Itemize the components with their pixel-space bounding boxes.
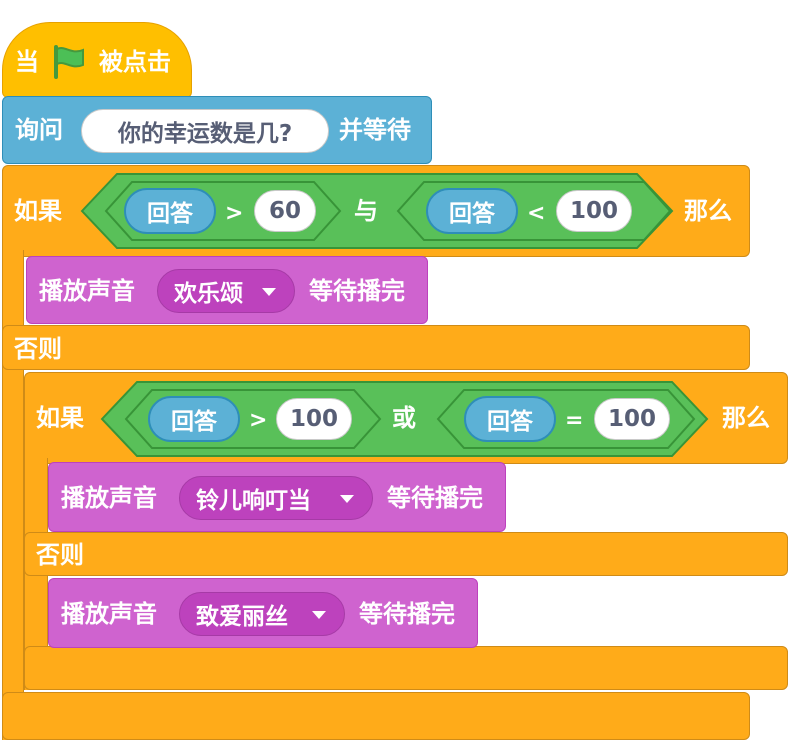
sound-dropdown[interactable]: 欢乐颂 — [157, 269, 295, 313]
value-input[interactable]: 60 — [254, 190, 316, 232]
operator-symbol: > — [249, 408, 268, 433]
if1-then-text: 那么 — [684, 197, 732, 225]
and-join-text: 与 — [354, 197, 378, 225]
operator-symbol: < — [527, 201, 546, 226]
play-sound-label: 播放声音 — [61, 600, 157, 628]
if2-if-text: 如果 — [36, 404, 84, 432]
if1-if-text: 如果 — [14, 197, 62, 225]
value-input[interactable]: 100 — [556, 190, 632, 232]
if-else-outer-end — [2, 692, 750, 740]
else2-text: 否则 — [36, 541, 84, 569]
or-join-text: 或 — [392, 404, 416, 432]
answer-reporter[interactable]: 回答 — [464, 396, 556, 442]
if2-then-text: 那么 — [722, 404, 770, 432]
answer-reporter[interactable]: 回答 — [426, 188, 518, 234]
green-flag-icon — [54, 45, 84, 79]
value-input[interactable]: 100 — [594, 398, 670, 440]
sound-dropdown[interactable]: 致爱丽丝 — [179, 592, 345, 636]
play-sound-until-done-block[interactable]: 播放声音 致爱丽丝 等待播完 — [48, 578, 478, 648]
hat-when-text: 当 — [15, 48, 39, 76]
sound-dropdown[interactable]: 铃儿响叮当 — [179, 476, 373, 520]
until-done-text: 等待播完 — [359, 600, 455, 628]
operator-symbol: > — [225, 201, 244, 226]
play-sound-label: 播放声音 — [39, 277, 135, 305]
until-done-text: 等待播完 — [309, 277, 405, 305]
ask-wait-text: 并等待 — [339, 116, 411, 144]
sound-name: 致爱丽丝 — [196, 604, 288, 630]
ask-question-input[interactable]: 你的幸运数是几? — [81, 109, 329, 153]
answer-reporter[interactable]: 回答 — [148, 396, 240, 442]
hat-clicked-text: 被点击 — [99, 48, 171, 76]
else-bar-inner[interactable] — [24, 532, 788, 576]
until-done-text: 等待播完 — [387, 484, 483, 512]
operator-symbol: = — [565, 408, 584, 433]
else-bar-outer[interactable] — [2, 325, 750, 370]
sound-name: 铃儿响叮当 — [196, 488, 311, 514]
value-input[interactable]: 100 — [276, 398, 352, 440]
when-flag-clicked-block[interactable]: 当 被点击 — [2, 22, 192, 98]
if-else-inner-end — [24, 646, 788, 690]
play-sound-until-done-block[interactable]: 播放声音 欢乐颂 等待播完 — [26, 256, 428, 324]
play-sound-until-done-block[interactable]: 播放声音 铃儿响叮当 等待播完 — [48, 462, 506, 532]
if-else-outer-arm — [2, 250, 24, 740]
else1-text: 否则 — [14, 335, 62, 363]
ask-label: 询问 — [15, 116, 63, 144]
sound-name: 欢乐颂 — [174, 281, 243, 307]
answer-reporter[interactable]: 回答 — [124, 188, 216, 234]
play-sound-label: 播放声音 — [61, 484, 157, 512]
ask-and-wait-block[interactable]: 询问 你的幸运数是几? 并等待 — [2, 96, 432, 164]
